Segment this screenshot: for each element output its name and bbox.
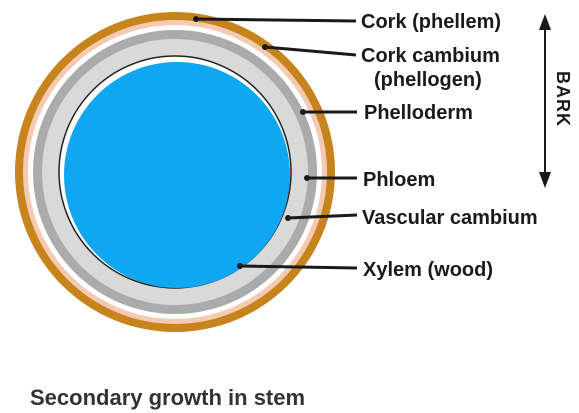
bark-bracket-top-arrowhead bbox=[539, 14, 551, 30]
figure-caption: Secondary growth in stem bbox=[30, 385, 306, 410]
label-vascular-cambium: Vascular cambium bbox=[362, 207, 538, 229]
xylem-core bbox=[64, 62, 290, 288]
bark-bracket-bottom-arrowhead bbox=[539, 172, 551, 188]
label-phloem: Phloem bbox=[363, 169, 435, 191]
bark-bracket bbox=[539, 14, 551, 188]
cork-cambium-leader-line bbox=[262, 44, 357, 57]
label-cork-cambium-line1: Cork cambium bbox=[361, 45, 500, 67]
vascular-cambium-leader-line bbox=[285, 213, 358, 221]
label-phelloderm: Phelloderm bbox=[364, 102, 473, 124]
label-bark: BARK bbox=[553, 71, 573, 127]
label-cork: Cork (phellem) bbox=[361, 11, 501, 33]
label-cork-cambium-line2: (phellogen) bbox=[374, 69, 482, 91]
cork-leader-line bbox=[193, 16, 357, 23]
xylem-leader-line bbox=[237, 263, 358, 270]
label-xylem: Xylem (wood) bbox=[363, 259, 493, 281]
